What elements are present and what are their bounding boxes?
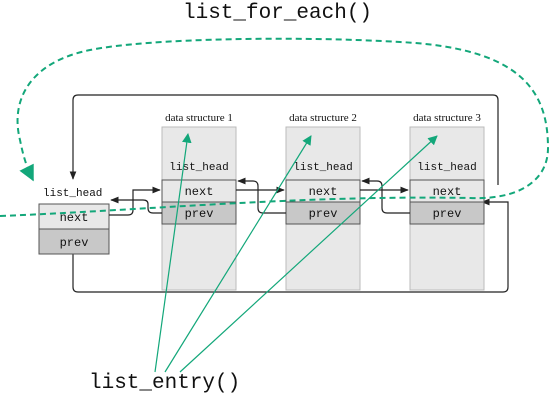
ds2-prev-to-ds1 (237, 177, 286, 214)
struct1-list-head: list_head (169, 162, 228, 174)
list-entry-line-3 (179, 135, 438, 373)
struct2-next-label: next (309, 185, 338, 199)
list-for-each-loop (0, 37, 550, 217)
struct3-title: data structure 3 (413, 112, 481, 124)
list-entry-line-2 (164, 135, 312, 373)
struct3-list-head: list_head (417, 162, 476, 174)
ds1-prev-to-head (110, 196, 162, 214)
outer-loop-top (69, 94, 499, 185)
outer-loop-bottom (72, 198, 509, 293)
head-next-field (38, 203, 110, 230)
struct2-prev-label: prev (309, 207, 338, 221)
head-list-head-label: list_head (43, 188, 102, 200)
list-entry-line-1 (154, 133, 192, 373)
head-prev-label: prev (60, 236, 89, 250)
struct1-title: data structure 1 (165, 112, 233, 124)
struct3-prev-label: prev (433, 207, 462, 221)
head-next-label: next (60, 211, 89, 225)
struct1-prev-label: prev (185, 207, 214, 221)
list-for-each-caption: list_for_each() (183, 2, 373, 25)
struct3-next-label: next (433, 185, 462, 199)
head-prev-field (38, 228, 110, 255)
list-entry-caption: list_entry() (89, 372, 241, 395)
struct2-title: data structure 2 (289, 112, 357, 124)
struct2-list-head: list_head (293, 162, 352, 174)
head-next-to-ds1 (109, 186, 161, 216)
struct1-next-label: next (185, 185, 214, 199)
